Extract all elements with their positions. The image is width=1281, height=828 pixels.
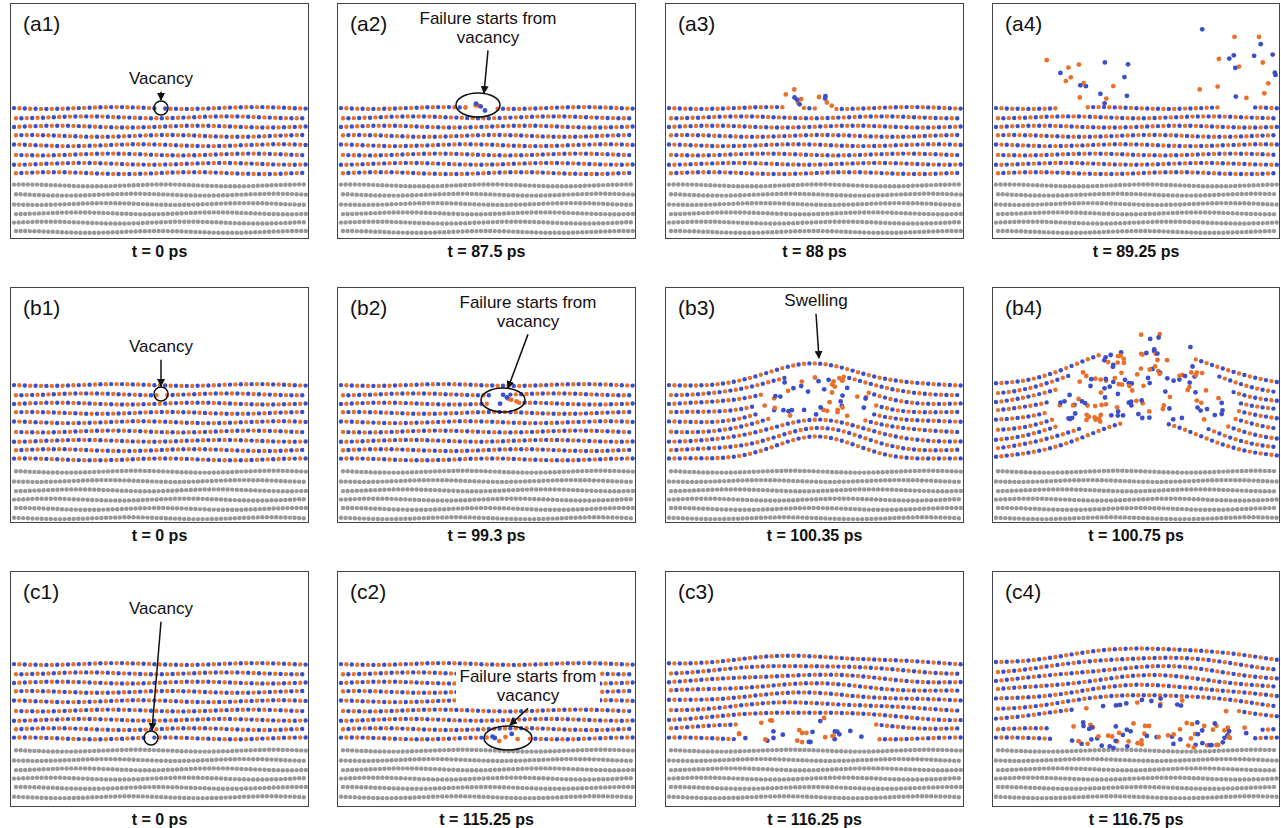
atom-layers <box>994 332 1279 522</box>
leader-arrow <box>160 92 162 100</box>
time-label: t = 0 ps <box>11 811 308 828</box>
annotation: Vacancy <box>129 338 193 357</box>
panel-label: (b4) <box>1005 296 1042 320</box>
snapshot-panel: (c3)t = 116.25 ps <box>665 571 964 807</box>
atom-layers <box>994 646 1279 800</box>
time-label: t = 89.25 ps <box>993 243 1279 261</box>
snapshot-panel: (b1)Vacancyt = 0 ps <box>10 287 309 523</box>
snapshot-panel: (b4)t = 100.75 ps <box>992 287 1280 523</box>
atom-layers <box>994 27 1279 235</box>
highlight-outline <box>154 101 168 115</box>
time-label: t = 87.5 ps <box>338 243 635 261</box>
time-label: t = 88 ps <box>666 243 963 261</box>
panel-label: (b3) <box>678 296 715 320</box>
time-label: t = 100.35 ps <box>666 527 963 545</box>
annotation: Vacancy <box>129 70 193 89</box>
md-snapshot <box>993 4 1279 238</box>
time-label: t = 116.25 ps <box>666 811 963 828</box>
md-snapshot <box>11 4 308 238</box>
atom-layers <box>12 105 308 235</box>
panel-label: (c2) <box>350 580 386 604</box>
snapshot-panel: (a2)Failure starts from vacancyt = 87.5 … <box>337 3 636 239</box>
leader-arrow <box>816 314 819 358</box>
atom-layers <box>339 382 635 521</box>
snapshot-panel: (b3)Swellingt = 100.35 ps <box>665 287 964 523</box>
annotation: Failure starts from vacancy <box>456 668 600 705</box>
highlight-outline <box>154 387 168 401</box>
time-label: t = 99.3 ps <box>338 527 635 545</box>
atom-layers <box>12 382 308 521</box>
leader-arrow <box>510 708 528 725</box>
snapshot-panel: (a3)t = 88 ps <box>665 3 964 239</box>
md-snapshot <box>993 572 1279 806</box>
panel-label: (a2) <box>350 12 387 36</box>
snapshot-panel: (c4)t = 116.75 ps <box>992 571 1280 807</box>
annotation: Failure starts from vacancy <box>418 10 558 47</box>
atom-layers <box>667 654 963 801</box>
atom-layers <box>667 361 963 521</box>
md-snapshot <box>666 288 963 522</box>
annotation: Failure starts from vacancy <box>458 294 598 331</box>
atom-layers <box>339 101 635 235</box>
md-snapshot <box>993 288 1279 522</box>
time-label: t = 0 ps <box>11 243 308 261</box>
panel-label: (a4) <box>1005 12 1042 36</box>
snapshot-panel: (a1)Vacancyt = 0 ps <box>10 3 309 239</box>
atom-layers <box>667 87 963 235</box>
md-snapshot <box>666 572 963 806</box>
panel-label: (c1) <box>23 580 59 604</box>
highlight-outline <box>481 388 525 412</box>
md-snapshot <box>338 288 635 522</box>
annotation: Swelling <box>784 292 847 311</box>
panel-label: (b1) <box>23 296 60 320</box>
time-label: t = 115.25 ps <box>338 811 635 828</box>
time-label: t = 100.75 ps <box>993 527 1279 545</box>
panel-label: (a1) <box>23 12 60 36</box>
snapshot-panel: (a4)t = 89.25 ps <box>992 3 1280 239</box>
atom-layers <box>339 661 635 800</box>
panel-label: (a3) <box>678 12 715 36</box>
highlight-outline <box>484 726 532 750</box>
leader-arrow <box>508 334 528 388</box>
highlight-outline <box>456 93 500 117</box>
time-label: t = 116.75 ps <box>993 811 1279 828</box>
highlight-outline <box>144 731 158 745</box>
panel-label: (c3) <box>678 580 714 604</box>
panel-label: (c4) <box>1005 580 1041 604</box>
snapshot-panel: (b2)Failure starts from vacancyt = 99.3 … <box>337 287 636 523</box>
leader-arrow <box>484 50 488 93</box>
annotation: Vacancy <box>129 600 193 619</box>
md-snapshot <box>666 4 963 238</box>
leader-arrow <box>152 622 161 730</box>
snapshot-panel: (c1)Vacancyt = 0 ps <box>10 571 309 807</box>
panel-label: (b2) <box>350 296 387 320</box>
time-label: t = 0 ps <box>11 527 308 545</box>
atom-layers <box>12 661 308 800</box>
leader-arrow <box>160 360 162 386</box>
snapshot-panel: (c2)Failure starts from vacancyt = 115.2… <box>337 571 636 807</box>
md-snapshot <box>11 288 308 522</box>
